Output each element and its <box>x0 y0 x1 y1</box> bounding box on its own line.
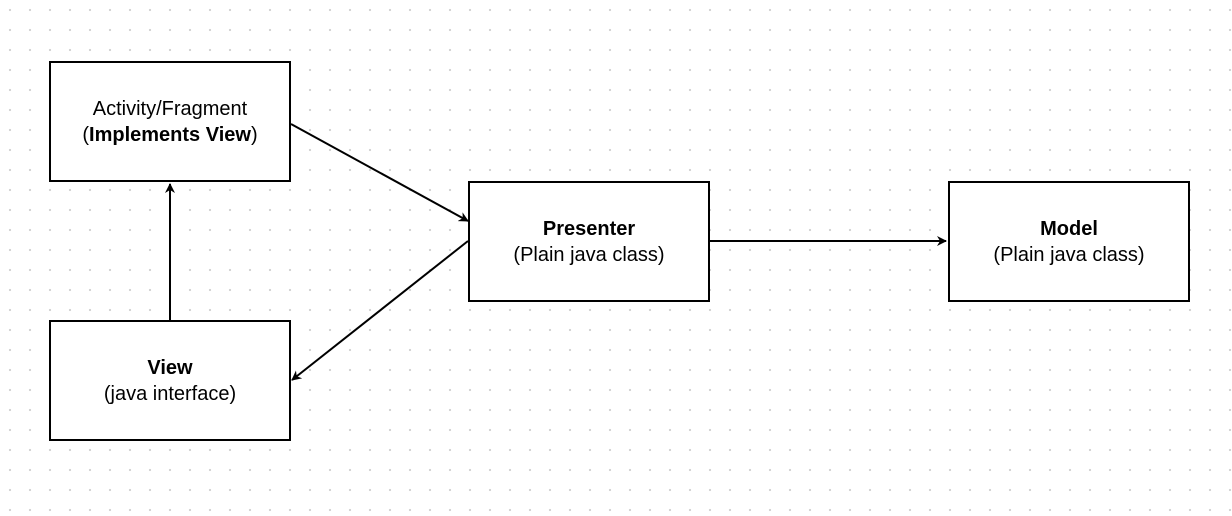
view-node[interactable]: View (java interface) <box>49 320 291 441</box>
model-node-subtitle: (Plain java class) <box>993 243 1145 266</box>
activity-node-line2-bold: Implements View <box>89 123 251 146</box>
presenter-node-title: Presenter <box>542 217 636 240</box>
activity-node-line2-suffix: ) <box>250 123 258 146</box>
activity-node-line1: Activity/Fragment <box>92 97 248 120</box>
model-node[interactable]: Model (Plain java class) <box>948 181 1190 302</box>
presenter-node-subtitle: (Plain java class) <box>513 243 665 266</box>
activity-node-line2-prefix: ( <box>82 123 90 146</box>
edge-presenter-to-view[interactable] <box>291 240 469 381</box>
view-node-subtitle: (java interface) <box>103 382 237 405</box>
edge-activity-to-presenter[interactable] <box>290 123 469 222</box>
presenter-node[interactable]: Presenter (Plain java class) <box>468 181 710 302</box>
view-node-title: View <box>147 356 193 379</box>
model-node-title: Model <box>1040 217 1098 240</box>
activity-fragment-node[interactable]: Activity/Fragment (Implements View) <box>49 61 291 182</box>
activity-node-line2: (Implements View) <box>82 122 257 148</box>
